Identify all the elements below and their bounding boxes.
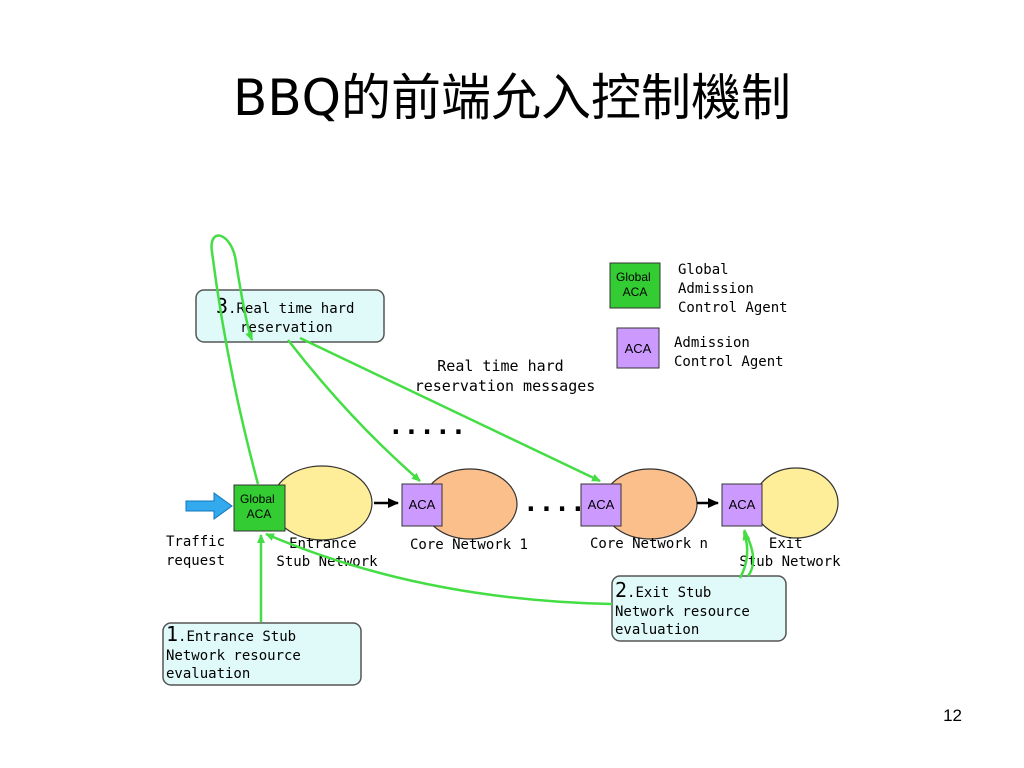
green-arrow-step2-to-global (265, 532, 613, 606)
entrance-stub-ellipse (271, 465, 373, 541)
core-network-n-label: Core Network n (590, 536, 708, 552)
entrance-stub-label: Entrance Stub Network (276, 536, 378, 570)
entrance-box-line1: Global (240, 492, 275, 506)
core1-aca-label: ACA (409, 497, 436, 512)
entrance-box-line2: ACA (247, 507, 272, 521)
green-arrow-step3-to-coren (299, 336, 601, 483)
svg-text:1.Entrance Stub Network re: 1.Entrance Stub Network resource evaluat… (166, 622, 311, 682)
callout-step2-line1: .Exit Stub (627, 585, 711, 601)
exit-aca-box (721, 483, 763, 527)
callout-step1-line2: Network resource (166, 648, 301, 664)
callout-step1 (162, 622, 362, 686)
callout-step1-line1: .Entrance Stub (178, 629, 296, 645)
legend-global-aca-swatch (609, 262, 661, 309)
exit-stub-label: Exit Stub Network (739, 536, 841, 570)
green-arrow-step2-to-exit (738, 531, 751, 579)
callout-step2 (611, 575, 787, 642)
page-number: 12 (943, 706, 962, 725)
legend-global-box-line1: Global (616, 270, 651, 284)
messages-label: Real time hard reservation messages (415, 357, 596, 395)
svg-text:Global ACA: Global ACA (616, 270, 654, 299)
svg-text:2.Exit Stub Network resour: 2.Exit Stub Network resource evaluation (615, 578, 760, 638)
exit-aca-label: ACA (729, 497, 756, 512)
callout-step1-line3: evaluation (166, 666, 250, 682)
traffic-request-label: Traffic request (166, 534, 233, 569)
coren-aca-label: ACA (588, 497, 615, 512)
legend-global-desc: Global Admission Control Agent (678, 262, 788, 316)
entrance-global-aca-box (233, 484, 286, 532)
green-arrow-step3-to-core1 (287, 339, 421, 482)
core1-aca-box (401, 483, 443, 527)
callout-step2-line2: Network resource (615, 604, 750, 620)
slide-title: BBQ的前端允入控制機制 (233, 69, 791, 127)
green-arrow-loop-to-step3 (210, 234, 260, 485)
legend-aca-desc: Admission Control Agent (674, 335, 784, 370)
traffic-request-arrow (185, 492, 233, 520)
legend-aca-box-label: ACA (625, 341, 652, 356)
ellipsis-top: ..... (388, 411, 466, 441)
callout-step3-line1: .Real time hard (228, 301, 354, 317)
callout-step2-number: 2 (615, 578, 627, 602)
exit-stub-ellipse (753, 467, 839, 539)
callout-step2-line3: evaluation (615, 622, 699, 638)
callout-step3-line2: reservation (240, 320, 333, 336)
legend-global-box-line2: ACA (623, 285, 648, 299)
coren-aca-box (580, 483, 622, 527)
core-network-1-label: Core Network 1 (410, 537, 528, 553)
svg-text:Global ACA: Global ACA (240, 492, 278, 521)
legend-aca-swatch (616, 327, 660, 369)
svg-text:3.Real time hard reservati: 3.Real time hard reservation (216, 294, 364, 336)
callout-step1-number: 1 (166, 622, 178, 646)
